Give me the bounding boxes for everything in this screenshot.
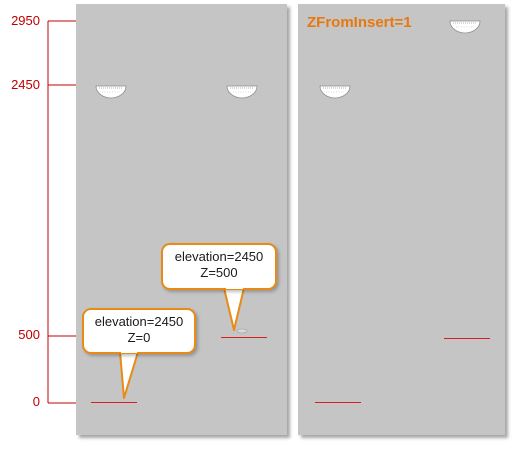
- upper-callout: elevation=2450 Z=500: [161, 243, 277, 290]
- upper-callout-line1: elevation=2450: [174, 249, 264, 264]
- upper-callout-seam: [226, 286, 243, 289]
- left-base-line: [91, 402, 137, 403]
- tick-label-2450: 2450: [11, 77, 40, 92]
- tick-label-0: 0: [32, 394, 40, 409]
- right-offset-line: [444, 338, 490, 339]
- light-fixture-icon: [226, 85, 258, 99]
- lower-callout-seam: [121, 350, 137, 353]
- lower-callout: elevation=2450 Z=0: [82, 308, 196, 354]
- left-offset-line: [221, 337, 267, 338]
- tick-label-2950: 2950: [11, 13, 40, 28]
- lower-callout-line2: Z=0: [127, 330, 151, 345]
- right-base-line: [315, 402, 361, 403]
- tick-label-500: 500: [18, 327, 40, 342]
- zfrominsert-title: ZFromInsert=1: [307, 14, 412, 31]
- right-viewport-panel: [298, 4, 505, 435]
- light-fixture-icon: [319, 85, 351, 99]
- left-viewport-panel: [76, 4, 287, 435]
- lower-callout-line1: elevation=2450: [94, 314, 184, 329]
- light-fixture-icon: [95, 85, 127, 99]
- upper-callout-line2: Z=500: [200, 265, 238, 280]
- light-fixture-icon: [449, 20, 481, 34]
